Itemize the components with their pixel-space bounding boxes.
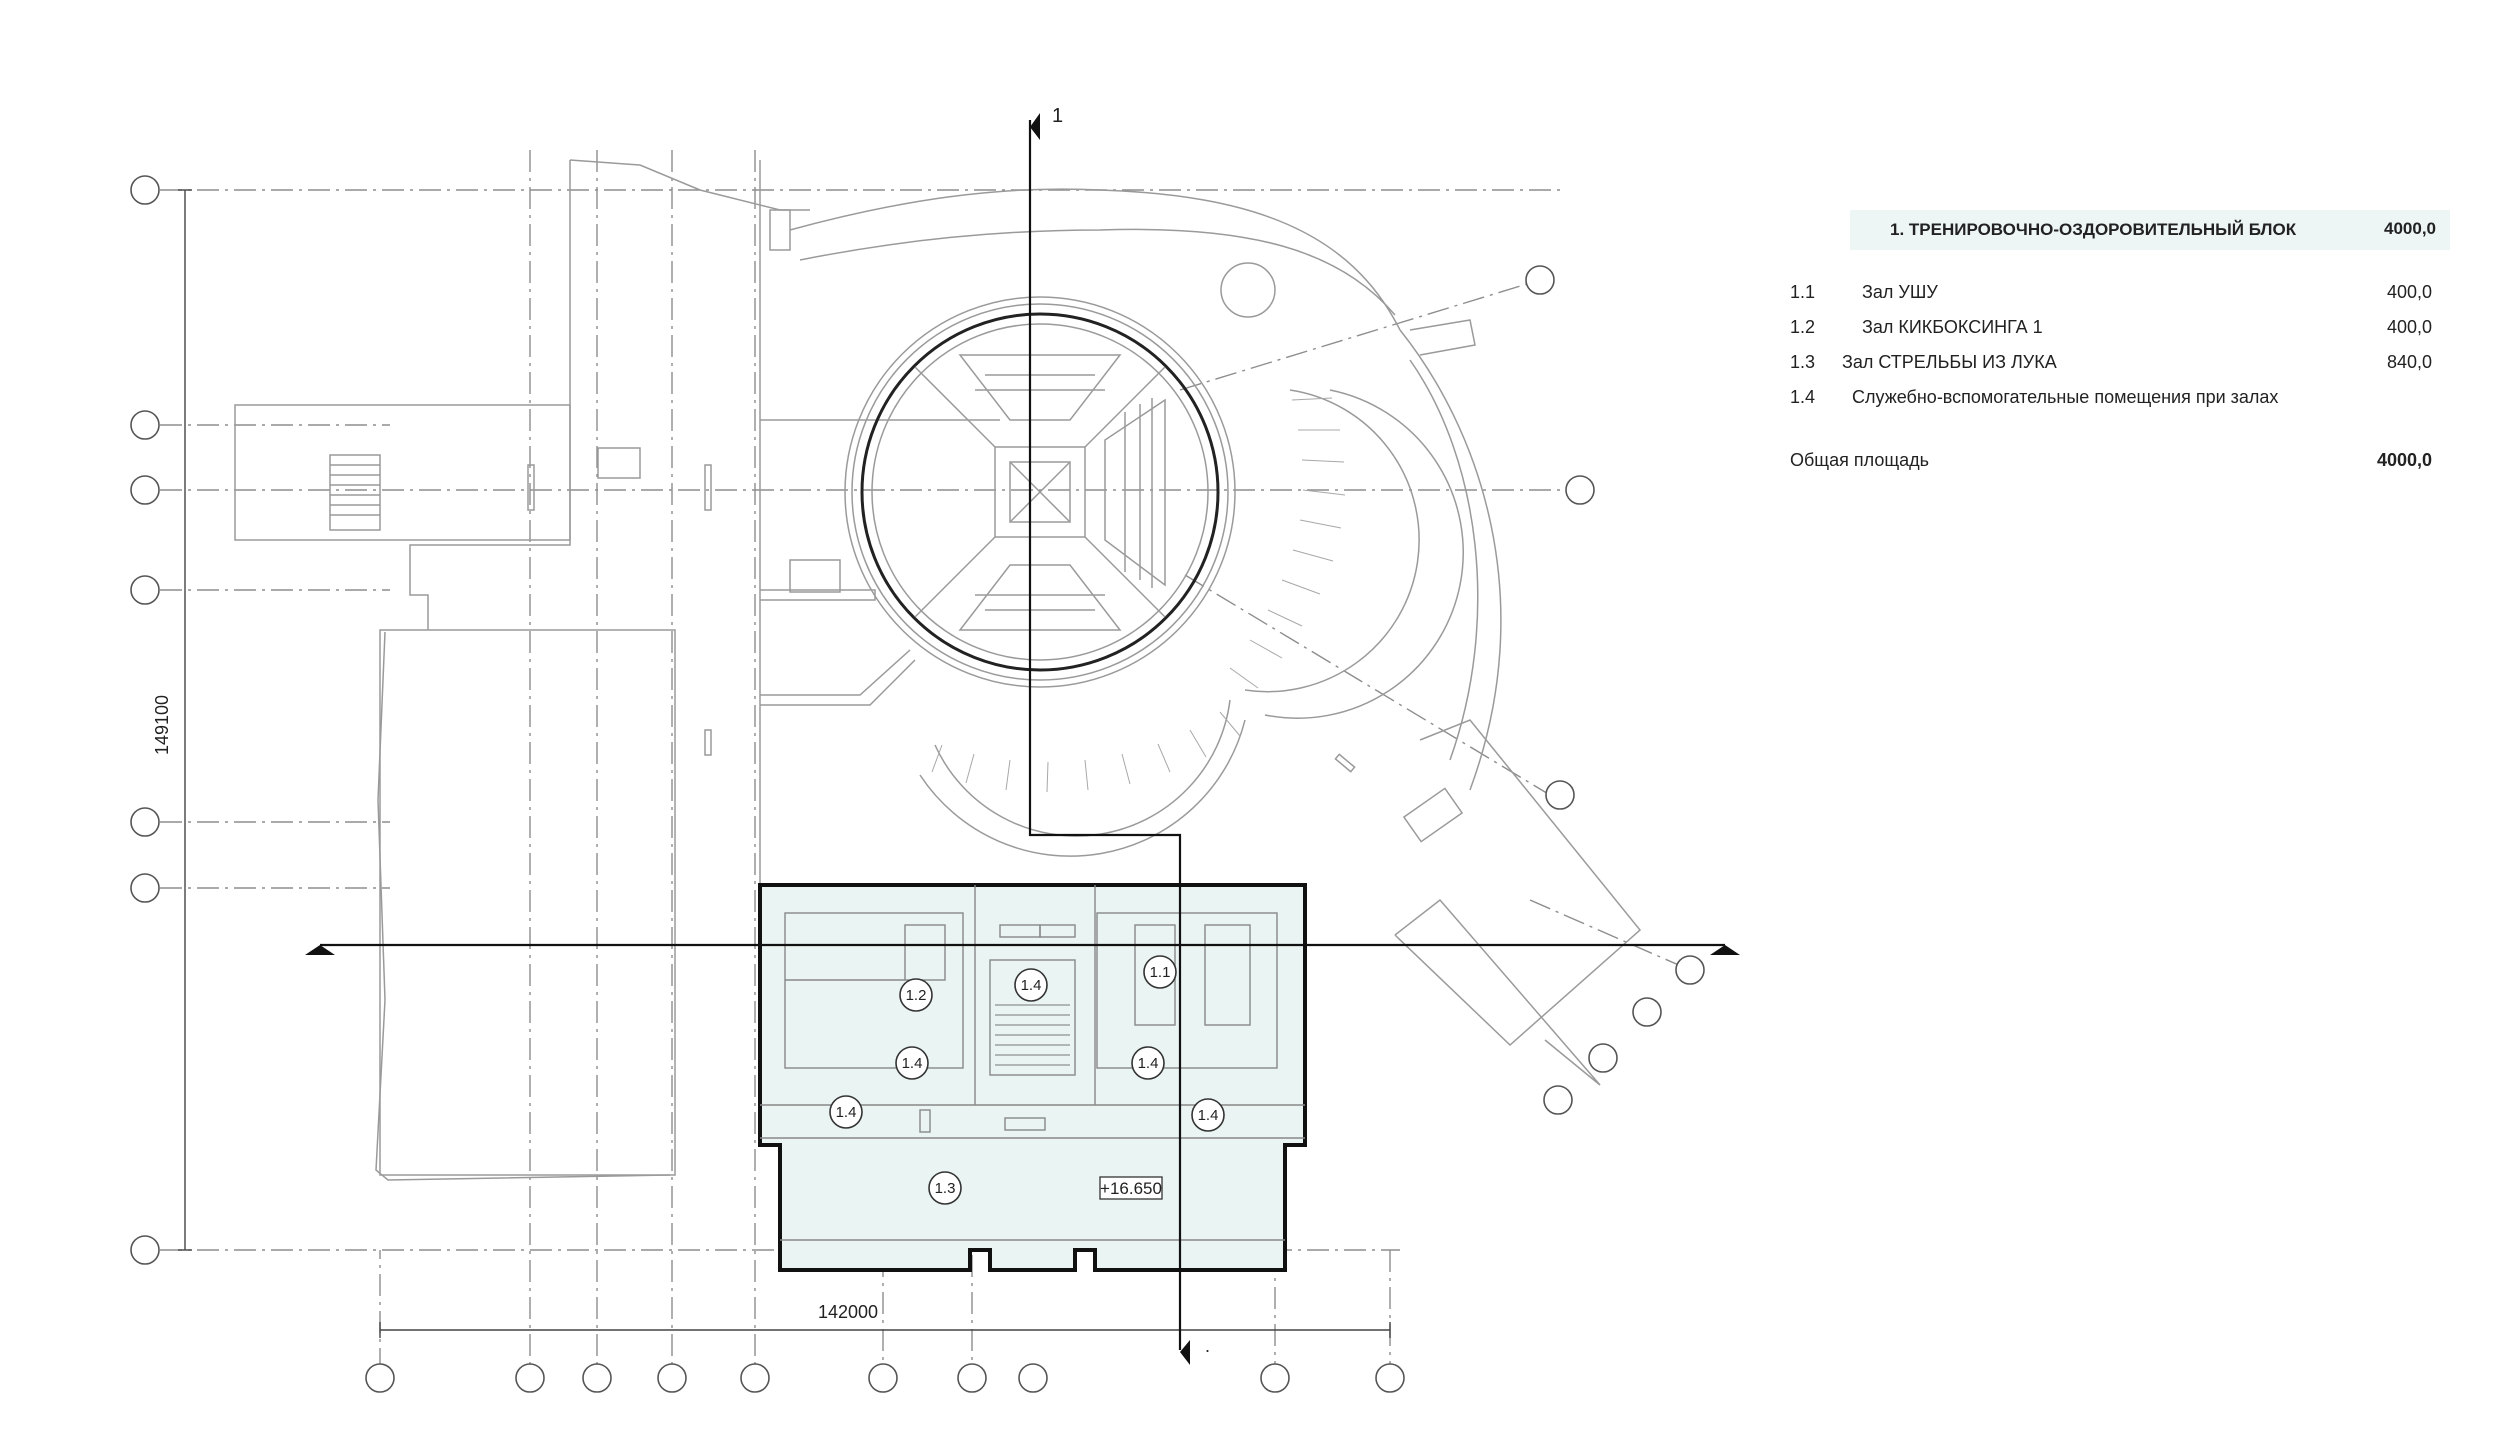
room-tag-1-3: 1.3 (935, 1180, 956, 1197)
legend-row-label: Зал УШУ (1862, 282, 1938, 302)
legend-row: 1.2 Зал КИКБОКСИНГА 1 400,0 (1790, 317, 2450, 343)
legend-row-label: Зал СТРЕЛЬБЫ ИЗ ЛУКА (1842, 352, 2057, 372)
room-tag-1-4: 1.4 (1021, 977, 1042, 994)
section-mark-bottom: . (1205, 1336, 1210, 1356)
legend-row-number: 1.3 (1790, 352, 1816, 372)
legend-row-number: 1.1 (1790, 282, 1816, 302)
room-tag-1-1: 1.1 (1150, 964, 1171, 981)
legend-block-area: 4000,0 (2384, 219, 2436, 238)
training-block-outline (758, 883, 1307, 1272)
legend-row-area: 840,0 (2386, 352, 2432, 372)
room-tag-1-4: 1.4 (1198, 1107, 1219, 1124)
legend-header: 1. ТРЕНИРОВОЧНО-ОЗДОРОВИТЕЛЬНЫЙ БЛОК 400… (1850, 210, 2450, 250)
room-tag-1-4: 1.4 (1138, 1055, 1159, 1072)
legend-block-title: 1. ТРЕНИРОВОЧНО-ОЗДОРОВИТЕЛЬНЫЙ БЛОК (1890, 220, 2297, 239)
level-mark: +16.650 (1100, 1179, 1162, 1198)
legend-row: 1.3 Зал СТРЕЛЬБЫ ИЗ ЛУКА 840,0 (1790, 352, 2450, 378)
room-tag-1-4: 1.4 (902, 1055, 923, 1072)
legend-total-area: 4000,0 (2376, 450, 2432, 470)
legend-total: Общая площадь 4000,0 (1790, 450, 2450, 471)
legend-row-area: 400,0 (2386, 317, 2432, 337)
legend-row-number: 1.4 (1790, 387, 1816, 407)
legend-row-label: Зал КИКБОКСИНГА 1 (1862, 317, 2043, 337)
legend-row-area: 400,0 (2386, 282, 2432, 302)
room-tag-1-4: 1.4 (836, 1104, 857, 1121)
room-tag-1-2: 1.2 (906, 987, 927, 1004)
legend-row: 1.1 Зал УШУ 400,0 (1790, 282, 2450, 308)
legend-row-label: Служебно-вспомогательные помещения при з… (1852, 387, 2279, 407)
legend-row-number: 1.2 (1790, 317, 1816, 337)
legend-row: 1.4 Служебно-вспомогательные помещения п… (1790, 387, 2450, 413)
dimension-horizontal: 142000 (818, 1302, 878, 1322)
section-mark-top: 1 (1052, 105, 1063, 127)
legend-total-label: Общая площадь (1790, 450, 1930, 470)
dimension-vertical: 149100 (152, 695, 172, 755)
